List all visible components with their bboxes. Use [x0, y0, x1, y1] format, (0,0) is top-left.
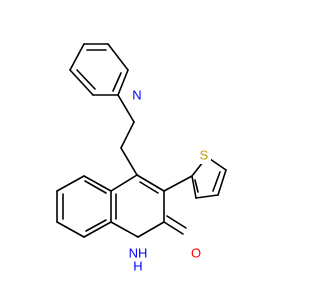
amide-hydrogen-label: H [133, 258, 142, 273]
atom-pyridine-n: N [130, 87, 144, 103]
bond [137, 221, 165, 238]
bond [69, 69, 94, 96]
bond [112, 72, 122, 92]
bond [163, 221, 184, 235]
bond [56, 221, 85, 238]
pyridine-ring [69, 43, 129, 96]
amide-nitrogen-label: NH [129, 245, 148, 260]
bond [83, 221, 112, 238]
bond [195, 194, 219, 199]
structure-diagram: N S NH H O [56, 43, 227, 275]
pyridine-nitrogen-label: N [132, 87, 141, 102]
ethyl-linker [117, 94, 138, 176]
bond [120, 121, 135, 149]
bond [212, 171, 221, 192]
bond [139, 181, 159, 194]
bond [110, 174, 138, 192]
bond [76, 69, 96, 90]
carbonyl-oxygen-label: O [191, 245, 201, 260]
bond [194, 179, 199, 193]
bond [107, 43, 129, 71]
bond [110, 221, 139, 238]
bond [56, 175, 85, 192]
atom-thiophene-s: S [197, 147, 211, 164]
bond [191, 175, 197, 199]
bond [166, 215, 187, 229]
bond [69, 43, 85, 71]
bond [136, 174, 165, 192]
bond [84, 180, 107, 194]
bond [209, 158, 227, 171]
benzo-ring [56, 175, 117, 238]
thiophene-ring [163, 158, 227, 199]
bond [217, 169, 227, 196]
bond [163, 175, 193, 192]
thiophene-sulfur-label: S [200, 147, 209, 162]
atom-carbonyl-o: O [189, 245, 203, 262]
bond [83, 175, 112, 192]
bond [117, 69, 129, 96]
atom-amide-nh: NH H [129, 245, 148, 275]
bond [85, 219, 107, 232]
pyridone-ring [110, 174, 187, 238]
bond [191, 161, 204, 177]
bond [117, 94, 135, 123]
bond [120, 147, 138, 176]
molecule-canvas: N S NH H O [56, 43, 227, 275]
